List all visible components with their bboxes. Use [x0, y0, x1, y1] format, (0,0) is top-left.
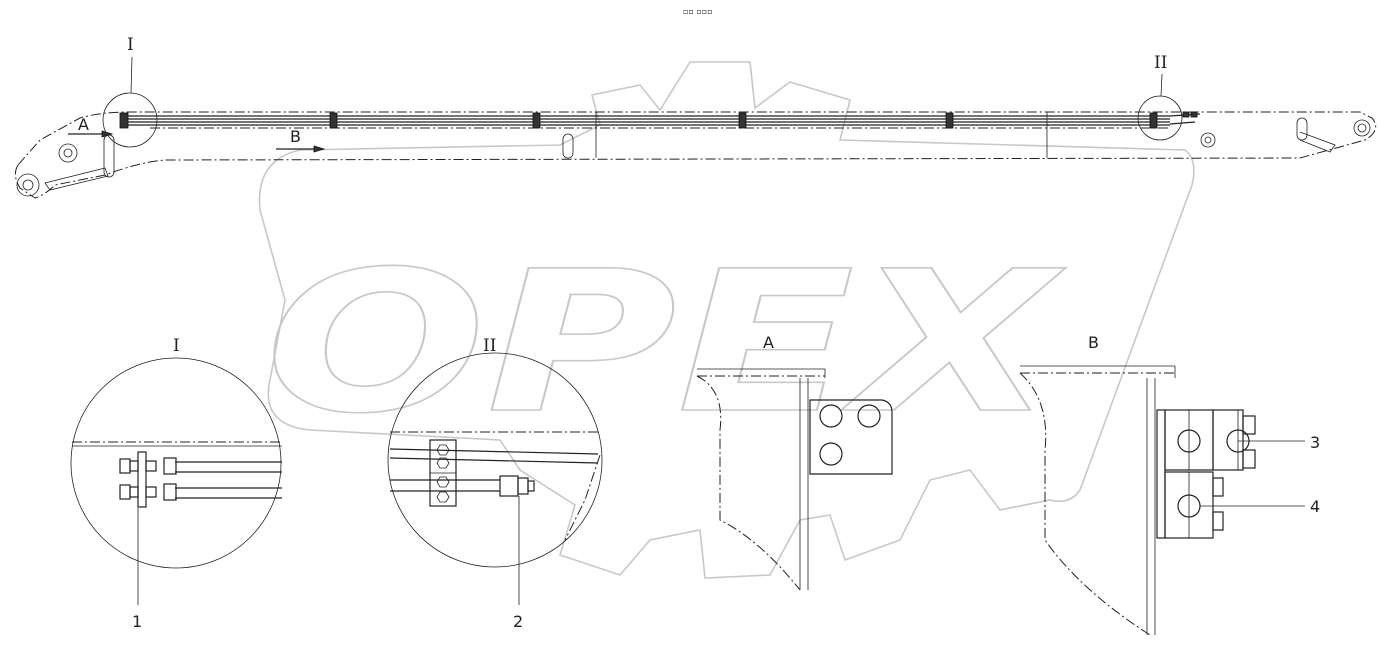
clamp-block [1212, 409, 1244, 471]
watermark: OPEX [258, 61, 1195, 579]
pin-hole [1204, 136, 1212, 144]
detail-II-label: II [1154, 53, 1167, 73]
header-mark: ▫▫ ▫▫▫ [683, 7, 713, 16]
bolt-head [436, 476, 450, 488]
bolt [1242, 449, 1256, 469]
detail-I-title: I [173, 336, 180, 356]
hose-clamp [119, 112, 129, 129]
bracket-hole [819, 442, 843, 466]
detail-II-circle [387, 352, 603, 568]
slot [103, 134, 115, 178]
hose-clamp [738, 112, 747, 129]
bolt-head [436, 491, 450, 503]
detail-II-marker [1137, 95, 1183, 141]
plate [137, 451, 147, 508]
section-A-view: A [696, 333, 893, 591]
bracket-hole [857, 404, 881, 428]
section-contour [1019, 372, 1151, 636]
hose-clamp [532, 112, 541, 129]
fitting [517, 477, 529, 495]
hose [389, 448, 599, 455]
section-B-title: B [1088, 333, 1099, 352]
nut [145, 460, 157, 472]
callout-2: 2 [513, 612, 523, 631]
nut [145, 486, 157, 498]
hose-fitting [1182, 111, 1190, 118]
callout-4: 4 [1310, 497, 1320, 516]
view-arrow-B-label: B [290, 127, 301, 146]
fitting [499, 475, 519, 497]
callout-3: 3 [1310, 433, 1320, 452]
section-contour [696, 375, 801, 591]
hose-clamp [945, 112, 954, 129]
detail-I-label: I [127, 35, 134, 55]
pin-hole [63, 148, 73, 158]
boom-outline [14, 111, 1377, 199]
detail-II-title: II [483, 336, 496, 356]
bolt-head [436, 444, 450, 456]
nut [119, 458, 131, 474]
watermark-gear [258, 61, 1195, 579]
watermark-text: OPEX [265, 229, 1067, 456]
pin-hole [58, 143, 78, 163]
pin-hole [16, 173, 40, 197]
detail-I-marker [102, 92, 158, 148]
section-A-title: A [763, 333, 774, 352]
view-arrow-B-head [313, 145, 326, 153]
detail-I-view: I 1 [70, 336, 282, 631]
section-B-view: B 3 4 [1019, 333, 1320, 636]
hose-fitting [1190, 111, 1198, 118]
hose-clamp [329, 112, 338, 129]
hose-clamp [1149, 112, 1158, 129]
fitting [527, 480, 535, 492]
nut [129, 486, 139, 498]
nut [163, 457, 177, 475]
leader-line [130, 56, 133, 94]
slot [1296, 117, 1308, 141]
detail-II-view: II 2 [387, 336, 603, 631]
hose-bore [1177, 429, 1201, 453]
view-arrow-A-head [101, 130, 114, 138]
slot [562, 133, 574, 159]
nut [129, 460, 139, 472]
nut [119, 484, 131, 500]
pin-hole [1357, 123, 1367, 133]
callout-1: 1 [132, 612, 142, 631]
hose [389, 457, 599, 464]
pin-hole [1353, 119, 1371, 137]
pin-hole [22, 179, 34, 191]
bolt [1212, 511, 1224, 531]
view-arrow-A-label: A [78, 115, 89, 134]
detail-I-circle [70, 357, 282, 569]
bracket-plate [809, 399, 893, 475]
pin-hole [1200, 132, 1216, 148]
bolt [1242, 415, 1256, 435]
leader-line [1160, 73, 1163, 97]
bracket [44, 167, 109, 191]
bolt [1212, 477, 1224, 497]
boom-main-view: I II A B [14, 35, 1377, 199]
nut [163, 483, 177, 501]
bracket-hole [819, 404, 843, 428]
bracket [1299, 131, 1336, 153]
bolt-head [436, 457, 450, 469]
clamp-plate [1156, 409, 1166, 539]
boom-contour [564, 454, 601, 541]
